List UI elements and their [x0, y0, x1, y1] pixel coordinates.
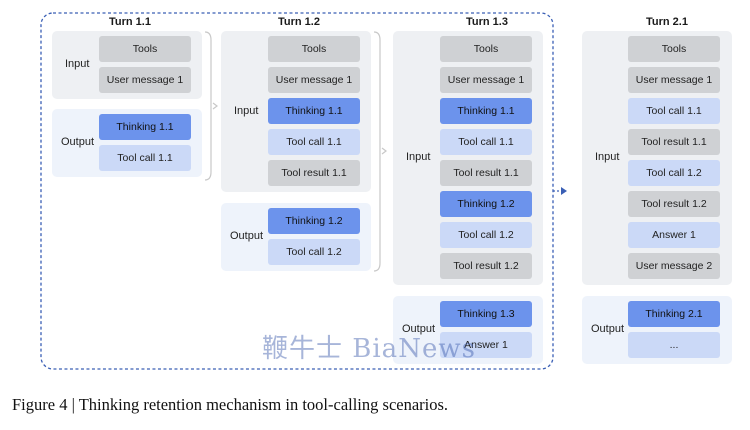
turn-4-input-item: Tool call 1.1	[628, 98, 720, 124]
turn-4-input-item: User message 1	[628, 67, 720, 93]
turn-1-output-item: Thinking 1.1	[99, 114, 191, 140]
turn-2-output-item: Thinking 1.2	[268, 208, 360, 234]
turn-2-input-item: User message 1	[268, 67, 360, 93]
bracket-turn-1-1	[204, 31, 212, 181]
turn-2-input-item: Tool result 1.1	[268, 160, 360, 186]
turn-3-output-item: Thinking 1.3	[440, 301, 532, 327]
turn-4-output-item: Thinking 2.1	[628, 301, 720, 327]
turn-4-output-label: Output	[591, 323, 625, 335]
turn-1-input-item: User message 1	[99, 67, 191, 93]
turn-4-input-item: Tool result 1.1	[628, 129, 720, 155]
chevron-turn-1-2	[381, 147, 387, 155]
turn-1-input-item: Tools	[99, 36, 191, 62]
turn-3-output-label: Output	[402, 323, 436, 335]
turn-2-input-item: Thinking 1.1	[268, 98, 360, 124]
turn-4-input-item: Tools	[628, 36, 720, 62]
turn-4-input-item: Answer 1	[628, 222, 720, 248]
turn-3-input-item: Tool result 1.2	[440, 253, 532, 279]
turn-4-input-item: Tool call 1.2	[628, 160, 720, 186]
turn-2-input-item: Tool call 1.1	[268, 129, 360, 155]
turn-3-input-label: Input	[406, 151, 431, 163]
turn-3-input-item: User message 1	[440, 67, 532, 93]
turn-3-input-item: Tool result 1.1	[440, 160, 532, 186]
turn-1-output-item: Tool call 1.1	[99, 145, 191, 171]
bracket-turn-1-2	[373, 31, 381, 272]
turn-1-input-label: Input	[65, 58, 90, 70]
turn-3-title: Turn 1.3	[466, 16, 508, 28]
watermark: 鞭牛士 BiaNews	[262, 334, 476, 364]
turn-2-output-item: Tool call 1.2	[268, 239, 360, 265]
turn-4-title: Turn 2.1	[646, 16, 688, 28]
turn-4-output-item: ...	[628, 332, 720, 358]
turn-2-output-label: Output	[230, 230, 264, 242]
figure-caption: Figure 4 | Thinking retention mechanism …	[12, 395, 449, 414]
turn-4-input-item: User message 2	[628, 253, 720, 279]
turn-1-dashed-boundary	[40, 12, 554, 370]
turn-1-output-label: Output	[61, 136, 95, 148]
turn-3-input-item: Thinking 1.2	[440, 191, 532, 217]
chevron-turn-1-1	[212, 102, 218, 110]
turn-3-input-item: Tools	[440, 36, 532, 62]
turn-3-input-item: Tool call 1.2	[440, 222, 532, 248]
turn-1-title: Turn 1.1	[109, 16, 151, 28]
turn-3-input-item: Tool call 1.1	[440, 129, 532, 155]
turn-4-input-label: Input	[595, 151, 620, 163]
turn-4-input-item: Tool result 1.2	[628, 191, 720, 217]
turn-arrow-head	[561, 187, 567, 195]
turn-3-input-item: Thinking 1.1	[440, 98, 532, 124]
turn-3-output-item: Answer 1	[440, 332, 532, 358]
turn-2-input-label: Input	[234, 104, 259, 117]
turn-2-input-item: Tools	[268, 36, 360, 62]
turn-2-title: Turn 1.2	[278, 16, 320, 28]
